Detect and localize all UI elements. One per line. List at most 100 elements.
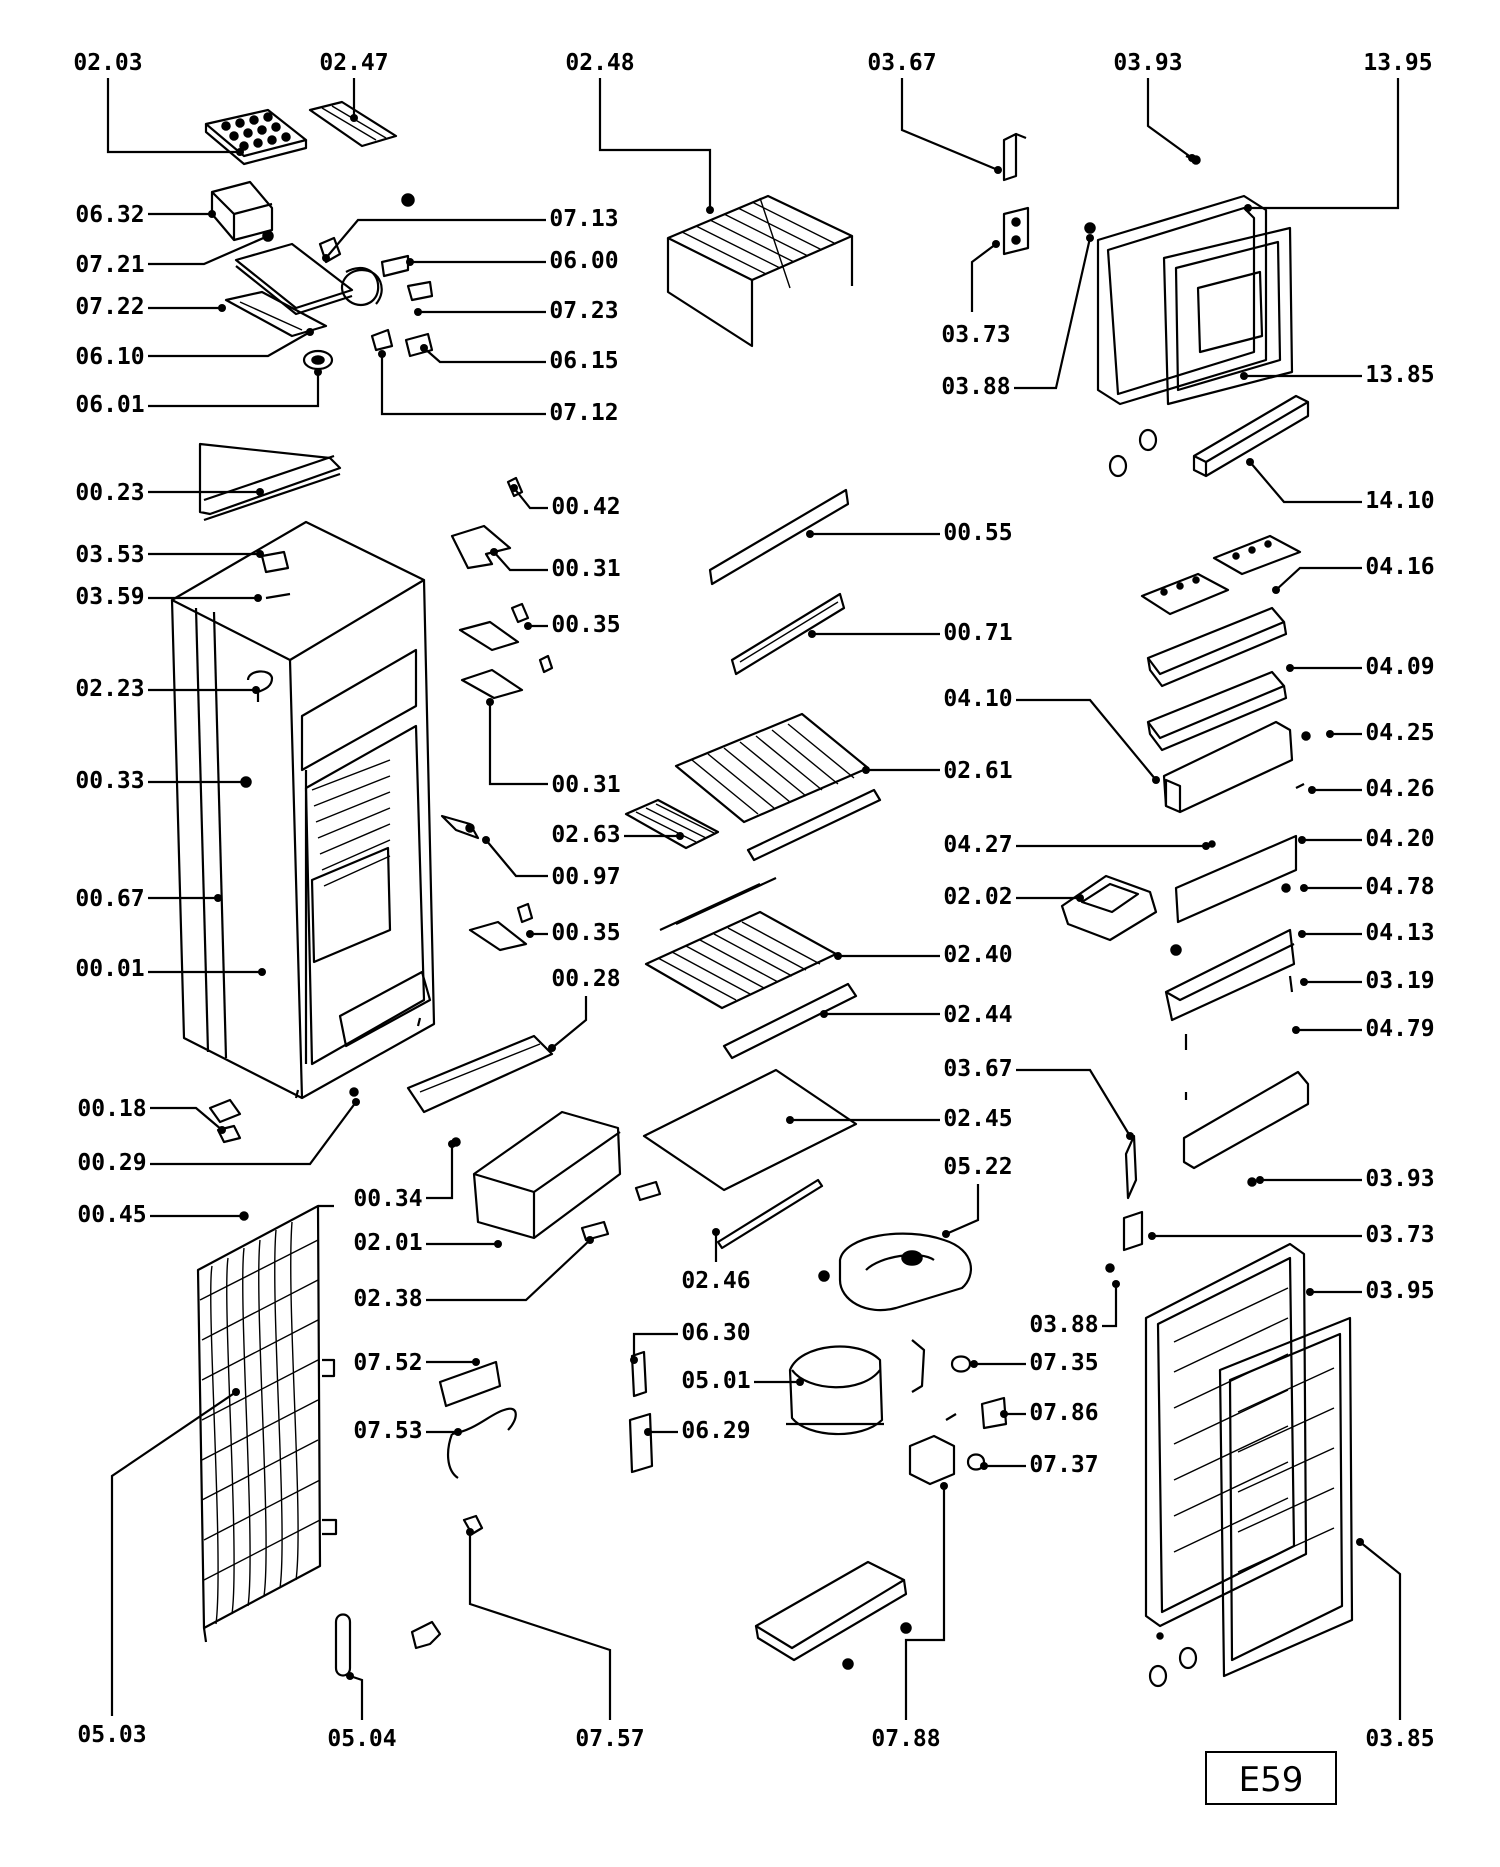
callout-0425: 04.25: [1326, 720, 1435, 746]
leader-dot: [820, 1010, 828, 1018]
part-number-label: 06.29: [681, 1418, 750, 1444]
leader-line: [1014, 237, 1092, 390]
callout-0319: 03.19: [1300, 968, 1435, 994]
part-number-label: 04.27: [943, 832, 1012, 858]
leader-line: [426, 1144, 454, 1200]
part-number-label: 02.38: [353, 1286, 422, 1312]
callout-0033: 00.33: [75, 768, 250, 794]
cabinet-shell: [170, 442, 436, 1100]
leader-dot: [1298, 930, 1306, 938]
callout-0035a: 00.35: [524, 612, 621, 638]
part-number-label: 03.73: [1365, 1222, 1434, 1248]
part-number-label: 00.71: [943, 620, 1012, 646]
callout-0522: 05.22: [942, 1154, 1013, 1238]
leader-dot: [940, 1482, 948, 1490]
thermostat-box: [210, 180, 274, 242]
part-number-label: 00.35: [551, 920, 620, 946]
callout-0023: 00.23: [75, 480, 264, 506]
part-number-label: 03.53: [75, 542, 144, 568]
leader-dot: [256, 488, 264, 496]
callout-0373a: 03.73: [941, 240, 1011, 348]
part-number-label: 00.97: [551, 864, 620, 890]
callout-0263: 02.63: [551, 822, 684, 848]
thermostat-bracket: [224, 230, 354, 338]
callout-0395b: 03.95: [1306, 1278, 1435, 1304]
callout-0501: 05.01: [681, 1368, 804, 1394]
leader-dot: [526, 930, 534, 938]
part-number-label: 04.20: [1365, 826, 1434, 852]
freezer-shelf: [666, 194, 854, 348]
part-number-label: 03.88: [1029, 1312, 1098, 1338]
part-number-label: 04.16: [1365, 554, 1434, 580]
callout-1395a: 13.95: [1244, 50, 1433, 212]
part-number-label: 00.18: [77, 1096, 146, 1122]
leader-line: [598, 78, 712, 210]
leader-dot: [1000, 1410, 1008, 1418]
leader-dot: [240, 1212, 248, 1220]
leader-line: [148, 331, 311, 358]
leader-line: [106, 78, 240, 154]
callout-0071: 00.71: [808, 620, 1013, 646]
callout-0788: 07.88: [871, 1482, 948, 1752]
callout-0248: 02.48: [565, 50, 714, 214]
callout-0393b: 03.93: [1256, 1166, 1435, 1192]
callout-0629: 06.29: [644, 1418, 751, 1444]
part-number-label: 00.23: [75, 480, 144, 506]
leader-dot: [970, 1360, 978, 1368]
leader-dot: [414, 308, 422, 316]
callout-0409: 04.09: [1286, 654, 1435, 680]
part-number-label: 04.26: [1365, 776, 1434, 802]
part-number-label: 07.12: [549, 400, 618, 426]
leader-line: [904, 1486, 946, 1720]
part-number-label: 06.01: [75, 392, 144, 418]
leader-line: [1275, 566, 1362, 591]
part-number-label: 05.03: [77, 1722, 146, 1748]
part-number-label: 00.31: [551, 556, 620, 582]
leader-dot: [1356, 1538, 1364, 1546]
leader-dot: [1306, 1288, 1314, 1296]
leader-dot: [314, 368, 322, 376]
leader-dot: [350, 114, 358, 122]
callout-0246: 02.46: [681, 1228, 751, 1294]
callout-0479: 04.79: [1292, 1016, 1435, 1042]
callout-0410: 04.10: [943, 686, 1160, 784]
callout-0722: 07.22: [75, 294, 226, 320]
part-number-label: 07.13: [549, 206, 618, 232]
leader-dot: [1286, 664, 1294, 672]
part-number-label: 00.28: [551, 966, 620, 992]
leader-line: [551, 996, 588, 1049]
egg-trays: [1140, 534, 1302, 616]
callout-0203: 02.03: [73, 50, 244, 156]
leader-dot: [712, 1228, 720, 1236]
part-number-label: 03.67: [867, 50, 936, 76]
leader-dot: [1256, 1176, 1264, 1184]
part-number-label: 06.10: [75, 344, 144, 370]
callout-0244: 02.44: [820, 1002, 1013, 1028]
leader-dot: [548, 1044, 556, 1052]
part-number-label: 04.79: [1365, 1016, 1434, 1042]
leader-dot: [644, 1428, 652, 1436]
callout-0367a: 03.67: [867, 50, 1002, 174]
part-number-label: 04.78: [1365, 874, 1434, 900]
diagram-code-box: E59: [1205, 1751, 1337, 1805]
part-number-label: 03.85: [1365, 1726, 1434, 1752]
leader-line: [1359, 1541, 1402, 1720]
leader-dot: [1308, 786, 1316, 794]
part-number-label: 00.01: [75, 956, 144, 982]
leader-dot: [942, 1230, 950, 1238]
part-number-label: 02.44: [943, 1002, 1012, 1028]
part-number-label: 00.55: [943, 520, 1012, 546]
spring-coil: [302, 193, 434, 371]
callout-0247: 02.47: [319, 50, 389, 122]
part-number-label: 00.67: [75, 886, 144, 912]
callout-0035b: 00.35: [526, 920, 621, 946]
part-number-label: 03.88: [941, 374, 1010, 400]
callout-0413: 04.13: [1298, 920, 1435, 946]
callout-1385a: 13.85: [1240, 362, 1435, 388]
callout-0359: 03.59: [75, 584, 262, 610]
part-number-label: 07.53: [353, 1418, 422, 1444]
callout-0632: 06.32: [75, 202, 216, 228]
leader-dot: [1112, 1280, 1120, 1288]
part-number-label: 04.10: [943, 686, 1012, 712]
